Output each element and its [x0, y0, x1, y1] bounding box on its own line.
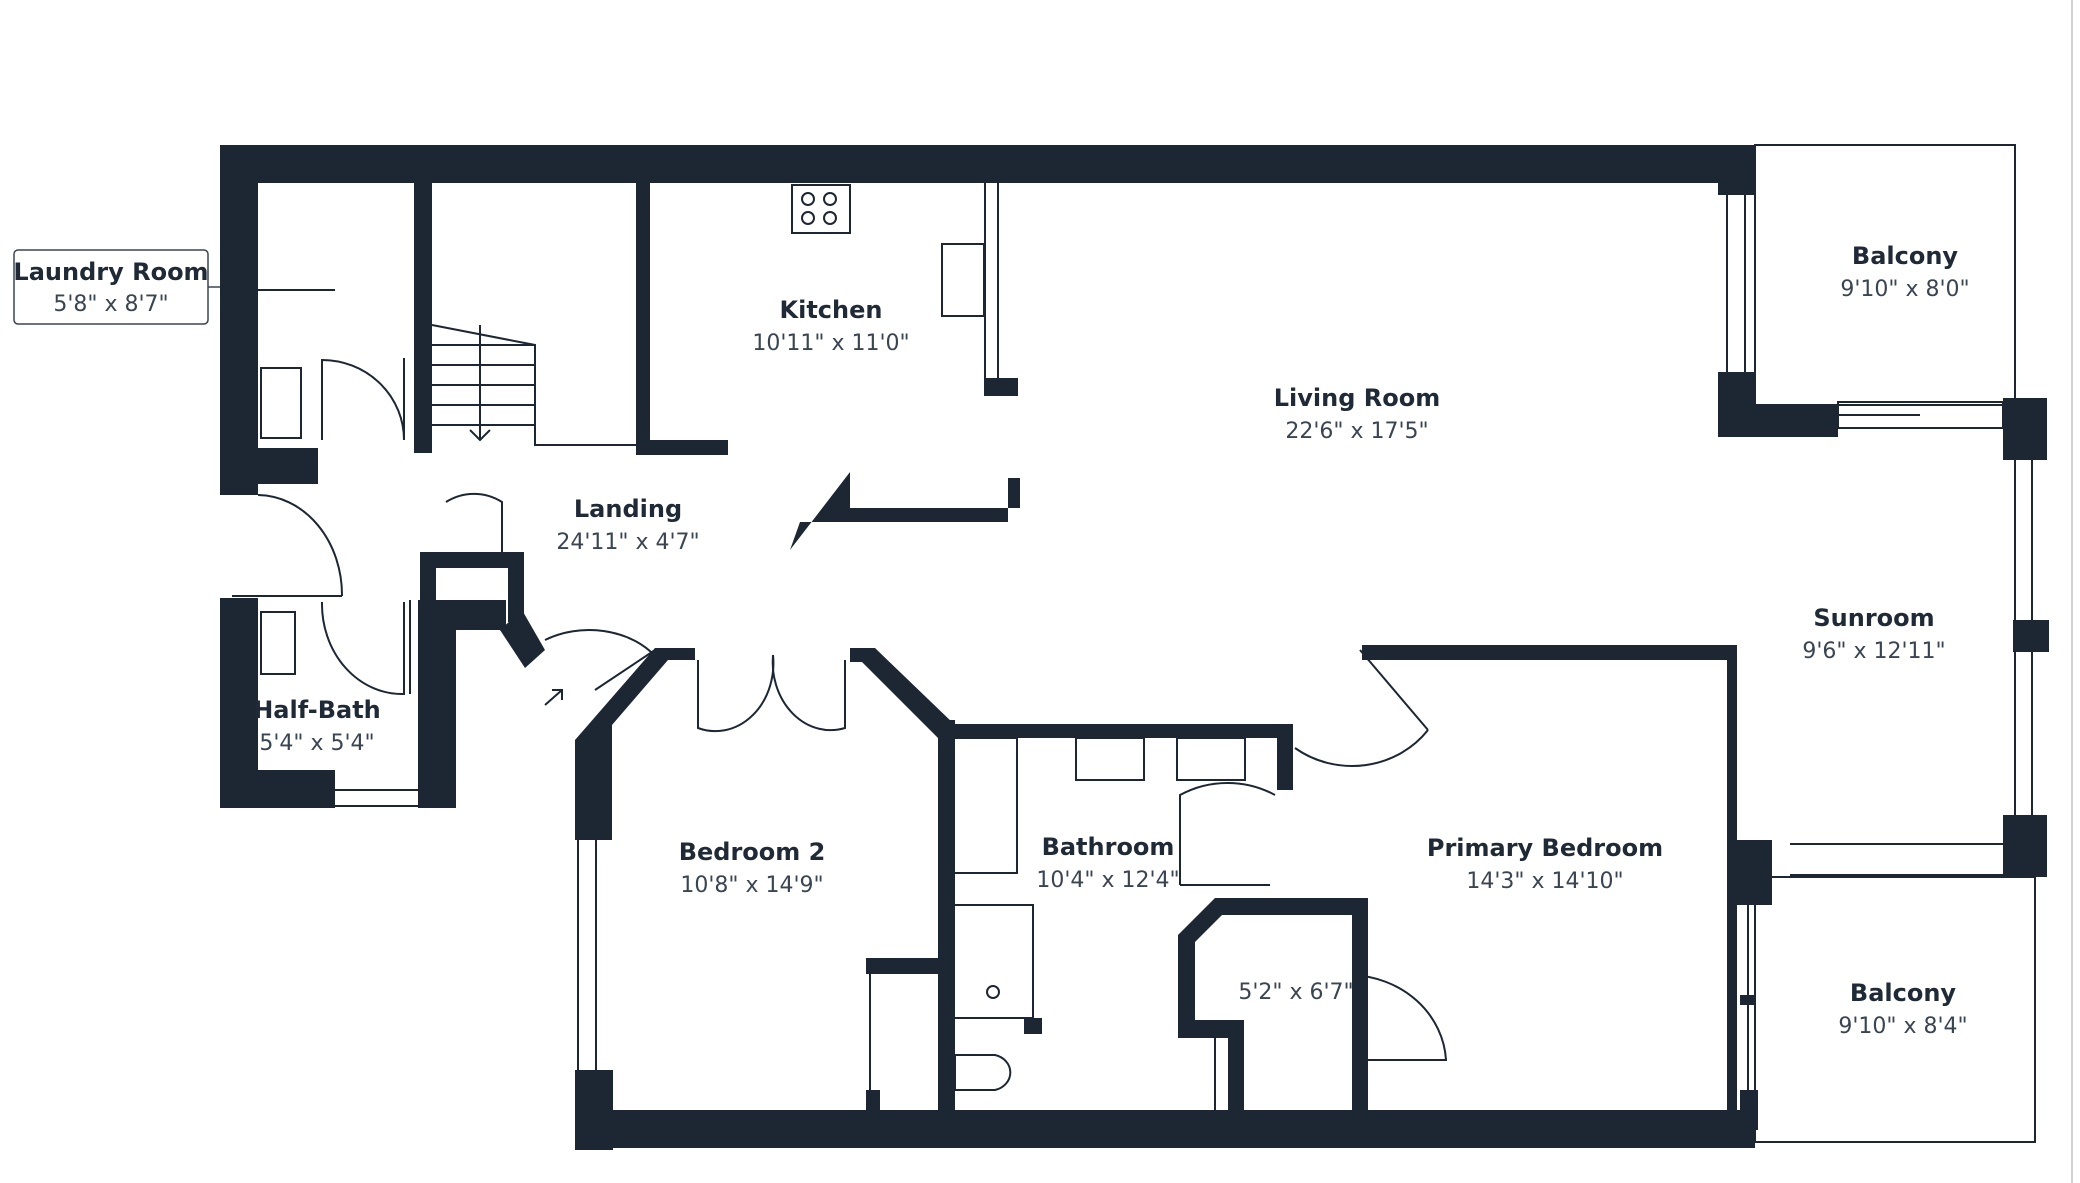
wall-top — [220, 145, 1755, 183]
wall-primary-top — [1362, 645, 1737, 660]
wall-bathroom-right-top — [1277, 724, 1293, 790]
cooktop — [791, 184, 851, 234]
wall-bedroom2-diag — [575, 648, 695, 840]
wall-closet-outline — [1178, 898, 1368, 1110]
entry-arrow-icon — [544, 689, 563, 706]
kitchen-peninsula — [790, 472, 1020, 550]
wall-closet-diag — [500, 610, 545, 668]
room-dims-landing: 24'11" x 4'7" — [556, 530, 699, 555]
room-name-landing: Landing — [574, 495, 682, 523]
thin-lines — [232, 144, 2036, 1143]
walls — [220, 145, 2049, 1150]
balcony-bottom-outline — [1754, 876, 2036, 1143]
wall-closet-right — [508, 552, 524, 622]
wall-sunroom-bottom-right — [2003, 815, 2047, 877]
room-dims-laundry-room: 5'8" x 8'7" — [53, 292, 168, 317]
wall-stair-kitchen — [636, 183, 650, 453]
kitchen-wall-stub — [984, 378, 1018, 396]
doors — [232, 358, 1448, 1110]
wall-bedroom2-right-diag — [850, 648, 955, 738]
halfbath-sink — [260, 611, 296, 675]
wall-right-top — [1718, 145, 1755, 195]
balcony-top-outline — [1754, 144, 2016, 406]
wall-bottom — [575, 1110, 1755, 1148]
wall-shower-stub — [1024, 1018, 1042, 1034]
vanity-sink-2 — [1176, 737, 1246, 781]
room-name-half-bath: Half-Bath — [253, 696, 381, 724]
room-dims-primary-bedroom: 14'3" x 14'10" — [1466, 869, 1623, 894]
wall-laundry-bottom-stub — [258, 448, 318, 484]
wall-bedroom2-bathroom — [938, 720, 955, 1110]
room-dims-bathroom: 10'4" x 12'4" — [1036, 868, 1179, 893]
wall-laundry-stair — [414, 183, 432, 453]
wall-closet-inner-v — [1228, 1020, 1244, 1110]
room-dims-balcony-top: 9'10" x 8'0" — [1840, 277, 1969, 302]
wall-bathroom-top — [938, 724, 1293, 738]
room-dims-kitchen: 10'11" x 11'0" — [752, 331, 909, 356]
wall-closet-left — [420, 552, 436, 622]
room-name-kitchen: Kitchen — [780, 296, 883, 324]
wall-right-low — [1740, 1090, 1758, 1130]
room-name-bedroom-2: Bedroom 2 — [679, 838, 826, 866]
wall-right-mid — [1732, 840, 1772, 905]
room-dims-living-room: 22'6" x 17'5" — [1285, 419, 1428, 444]
laundry-machine — [260, 367, 302, 439]
kitchen-sink — [941, 243, 985, 317]
room-name-bathroom: Bathroom — [1042, 833, 1175, 861]
room-name-balcony-top: Balcony — [1852, 242, 1959, 270]
room-dims-closet: 5'2" x 6'7" — [1238, 980, 1353, 1005]
room-dims-half-bath: 5'4" x 5'4" — [259, 731, 374, 756]
wall-sunroom-top-right — [2003, 398, 2047, 460]
wall-kitchen-bottom-stub — [636, 440, 728, 455]
wall-bedroom2-closet-low — [866, 1090, 880, 1110]
room-name-primary-bedroom: Primary Bedroom — [1427, 834, 1663, 862]
toilet — [954, 1054, 1012, 1091]
bathtub — [952, 737, 1018, 874]
shower — [952, 904, 1034, 1019]
wall-halfbath-bottom — [220, 770, 335, 808]
stairs — [431, 324, 636, 446]
wall-closet-inner — [1178, 1020, 1238, 1038]
room-name-balcony-bottom: Balcony — [1850, 979, 1957, 1007]
room-labels: Laundry Room 5'8" x 8'7" Kitchen 10'11" … — [13, 242, 1970, 1039]
room-name-laundry-room: Laundry Room — [13, 258, 208, 286]
room-dims-bedroom-2: 10'8" x 14'9" — [680, 873, 823, 898]
wall-halfbath-right — [418, 612, 456, 808]
wall-left-upper — [220, 145, 258, 495]
room-name-living-room: Living Room — [1274, 384, 1440, 412]
room-dims-balcony-bottom: 9'10" x 8'4" — [1838, 1014, 1967, 1039]
wall-bedroom2-closet — [866, 958, 938, 974]
room-dims-sunroom: 9'6" x 12'11" — [1802, 639, 1945, 664]
vanity-sink-1 — [1075, 737, 1145, 781]
wall-closet-top — [420, 552, 524, 568]
wall-balcony-bottom — [1718, 405, 1838, 437]
room-name-sunroom: Sunroom — [1813, 604, 1934, 632]
